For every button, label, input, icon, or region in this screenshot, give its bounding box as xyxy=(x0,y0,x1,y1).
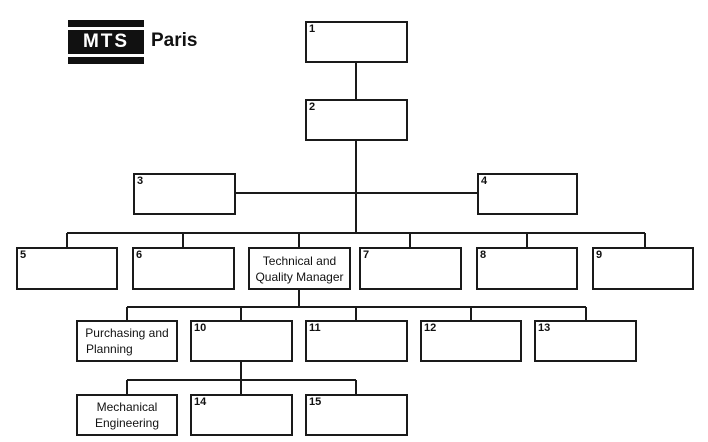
box-number: 15 xyxy=(309,396,322,408)
org-box-8: 8 xyxy=(476,247,578,290)
org-box-7: 7 xyxy=(359,247,462,290)
org-box-purchasing-planning: Purchasing and Planning xyxy=(76,320,178,362)
box-number: 10 xyxy=(194,322,207,334)
box-label-line1: Technical and xyxy=(262,253,337,268)
box-number: 7 xyxy=(363,249,370,261)
box-number: 6 xyxy=(136,249,143,261)
box-label: Mechanical Engineering xyxy=(78,399,176,431)
org-box-1: 1 xyxy=(305,21,408,63)
logo-text: MTS xyxy=(68,30,144,54)
box-number: 1 xyxy=(309,23,316,35)
logo-bottom-bar xyxy=(68,57,144,64)
box-number: 11 xyxy=(309,322,321,334)
mts-logo: MTS xyxy=(68,20,144,64)
logo-top-bar xyxy=(68,20,144,27)
org-box-2: 2 xyxy=(305,99,408,141)
org-box-9: 9 xyxy=(592,247,694,290)
org-box-11: 11 xyxy=(305,320,408,362)
box-number: 5 xyxy=(20,249,27,261)
box-label-line2: Engineering xyxy=(94,416,160,430)
box-number: 9 xyxy=(596,249,603,261)
box-label-line1: Purchasing and xyxy=(85,326,169,340)
box-label-line2: Quality Manager xyxy=(255,269,344,284)
org-box-mechanical-engineering: Mechanical Engineering xyxy=(76,394,178,436)
box-number: 2 xyxy=(309,101,316,113)
org-box-15: 15 xyxy=(305,394,408,436)
box-label: Technical and Quality Manager xyxy=(250,253,349,285)
org-box-4: 4 xyxy=(477,173,578,215)
org-box-10: 10 xyxy=(190,320,293,362)
box-label: Purchasing and Planning xyxy=(78,325,176,357)
box-label-line1: Mechanical xyxy=(96,400,158,414)
box-number: 8 xyxy=(480,249,487,261)
org-box-14: 14 xyxy=(190,394,293,436)
city-label: Paris xyxy=(151,30,198,51)
box-label-line2: Planning xyxy=(86,342,133,356)
org-box-6: 6 xyxy=(132,247,235,290)
box-number: 12 xyxy=(424,322,437,334)
org-box-12: 12 xyxy=(420,320,522,362)
org-box-5: 5 xyxy=(16,247,118,290)
box-number: 4 xyxy=(481,175,488,187)
org-box-technical-quality-manager: Technical and Quality Manager xyxy=(248,247,351,290)
box-number: 14 xyxy=(194,396,207,408)
box-number: 13 xyxy=(538,322,551,334)
org-box-3: 3 xyxy=(133,173,236,215)
org-box-13: 13 xyxy=(534,320,637,362)
box-number: 3 xyxy=(137,175,144,187)
